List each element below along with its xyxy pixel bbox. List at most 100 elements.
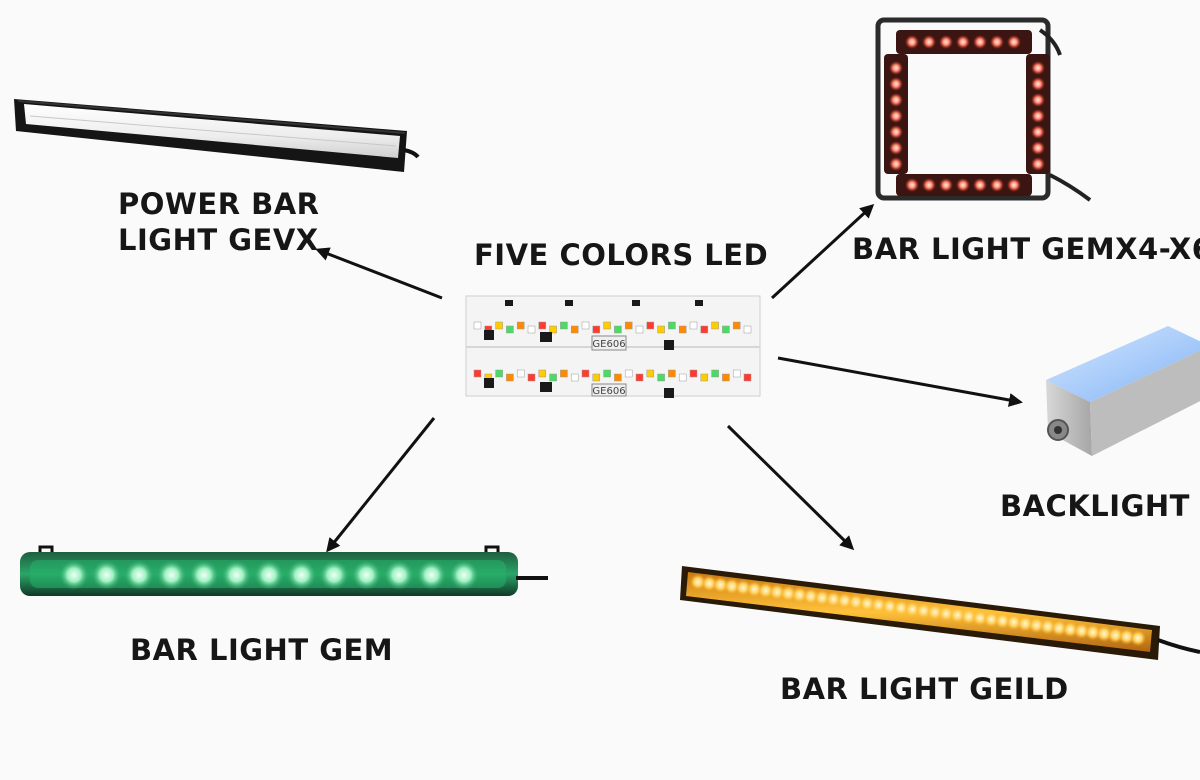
red-led-dot (905, 178, 919, 192)
red-led-dot (1031, 125, 1045, 139)
green-led-dot (449, 560, 479, 590)
red-led-dot (922, 178, 936, 192)
pcb-led-chip (635, 373, 644, 382)
backlight-image (1046, 326, 1200, 456)
pcb-led-chip (646, 369, 655, 378)
pcb-led-chip (668, 321, 676, 330)
pcb-led-chip (592, 373, 601, 382)
pcb-led-chip (473, 321, 482, 330)
pcb-led-chip (732, 369, 741, 378)
pcb-marking-top: GE606 (592, 339, 625, 350)
pcb-led-chip (624, 321, 633, 330)
pcb-led-chip (700, 373, 709, 382)
green-led-dot (124, 560, 154, 590)
pcb-led-chip (722, 373, 730, 382)
red-led-dot (990, 35, 1004, 49)
red-led-dot (1031, 77, 1045, 91)
pcb-led-chip (560, 369, 568, 378)
green-led-dot (91, 560, 122, 590)
label-power-bar-line-1: POWER BAR (118, 187, 320, 221)
red-led-dot (889, 125, 903, 139)
pcb-led-chip (473, 369, 482, 378)
pcb-led-chip (570, 373, 579, 382)
pcb-led-chip (635, 325, 644, 334)
pcb-led-chip (527, 325, 536, 334)
arrow-to-power-bar (315, 247, 443, 300)
arrow-to-backlight (777, 356, 1023, 407)
amber-led-dot (1130, 630, 1146, 646)
green-led-dot (319, 560, 349, 590)
label-bar-light-geild: BAR LIGHT GEILD (780, 672, 1069, 706)
red-led-dot (939, 35, 953, 49)
pcb-led-chip (527, 373, 536, 382)
red-led-dot (889, 77, 903, 91)
red-led-dot (1031, 141, 1045, 155)
green-led-dot (189, 560, 219, 590)
label-backlight: BACKLIGHT G (1000, 489, 1200, 523)
green-led-dot (384, 560, 414, 590)
label-power-bar-light: POWER BAR LIGHT GEVX (118, 186, 320, 258)
pcb-led-chip (614, 373, 622, 382)
pcb-led-chip (581, 369, 590, 378)
label-bar-light-gemx4: BAR LIGHT GEMX4-X6 (852, 232, 1200, 266)
pcb-led-chip (624, 369, 633, 378)
pcb-led-chip (581, 321, 590, 330)
led-pcb-image: GE606 GE606 (465, 295, 761, 398)
pcb-led-chip (538, 369, 547, 378)
pcb-led-chip (538, 321, 547, 330)
red-led-dot (1007, 35, 1021, 49)
green-led-dot (254, 560, 284, 590)
red-led-dot (922, 35, 936, 49)
pcb-led-chip (646, 321, 655, 330)
green-led-dot (286, 560, 317, 590)
pcb-led-chip (711, 321, 719, 330)
red-led-dot (1031, 109, 1045, 123)
pcb-led-chip (689, 321, 698, 330)
pcb-led-chip (711, 369, 719, 378)
pcb-led-chip (506, 325, 514, 334)
pcb-led-chip (722, 325, 730, 334)
arrow-to-gem (326, 417, 436, 553)
pcb-led-chip (743, 373, 752, 382)
label-power-bar-line-2: LIGHT GEVX (118, 223, 319, 257)
square-bar-light-image (875, 17, 1092, 202)
pcb-marking-bottom: GE606 (592, 386, 625, 397)
pcb-led-chip (516, 369, 525, 378)
red-led-dot (889, 157, 903, 171)
red-led-dot (1031, 93, 1045, 107)
pcb-led-chip (506, 373, 514, 382)
pcb-led-chip (516, 321, 525, 330)
red-led-dot (1031, 157, 1045, 171)
red-led-dot (905, 35, 919, 49)
pcb-led-chip (743, 325, 752, 334)
pcb-led-chip (678, 373, 687, 382)
arrows (315, 203, 1023, 553)
red-led-dot (1007, 178, 1021, 192)
pcb-led-chip (732, 321, 741, 330)
pcb-led-chip (603, 321, 611, 330)
pcb-led-chip (570, 325, 579, 334)
green-led-dot (221, 560, 252, 590)
red-led-dot (939, 178, 953, 192)
red-led-dot (889, 93, 903, 107)
green-led-dot (59, 560, 89, 590)
red-led-dot (889, 109, 903, 123)
pcb-led-chip (549, 325, 557, 334)
red-led-dot (889, 61, 903, 75)
pcb-led-chip (603, 369, 611, 378)
pcb-led-chip (549, 373, 557, 382)
red-led-dot (956, 178, 970, 192)
amber-bar-light-image (680, 566, 1200, 660)
arrow-to-gemx4 (770, 203, 875, 300)
pcb-led-chip (560, 321, 568, 330)
pcb-led-chip (689, 369, 698, 378)
pcb-led-chip (678, 325, 687, 334)
green-led-dot (351, 560, 382, 590)
red-led-dot (1031, 61, 1045, 75)
red-led-dot (990, 178, 1004, 192)
label-bar-light-gem: BAR LIGHT GEM (130, 633, 394, 667)
red-led-dot (973, 35, 987, 49)
pcb-led-chip (657, 325, 665, 334)
arrow-to-geild (726, 424, 855, 551)
